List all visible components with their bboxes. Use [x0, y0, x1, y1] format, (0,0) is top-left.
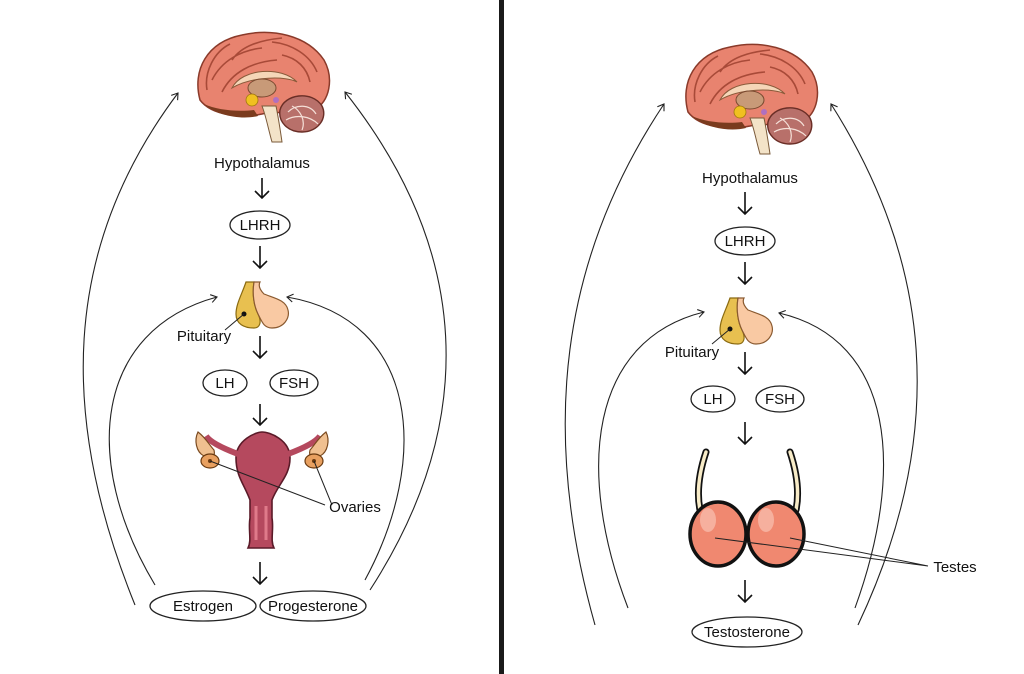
- male-panel: Hypothalamus LHRH Pituitary LH FSH Teste…: [564, 43, 977, 648]
- hypothalamus-label: Hypothalamus: [702, 170, 798, 187]
- down-arrow: [252, 562, 268, 586]
- lh-pill: [690, 385, 736, 413]
- lh-label: LH: [703, 391, 722, 408]
- brain-illustration-female: [197, 31, 331, 143]
- feedback-arrow-inner-left: [108, 294, 218, 586]
- female-panel: Hypothalamus LHRH Pituitary LH FSH: [82, 31, 447, 622]
- estrogen-pill: [149, 590, 257, 622]
- feedback-arrow-outer-left: [82, 92, 179, 606]
- down-arrow: [737, 262, 753, 286]
- progesterone-label: Progesterone: [268, 598, 358, 615]
- down-arrow: [737, 192, 753, 216]
- testosterone-pill: [691, 616, 803, 648]
- down-arrow: [737, 422, 753, 446]
- down-arrow: [252, 246, 268, 270]
- down-arrow: [254, 178, 270, 200]
- ovaries-label: Ovaries: [329, 499, 381, 516]
- estrogen-label: Estrogen: [173, 598, 233, 615]
- progesterone-pill: [259, 590, 367, 622]
- pituitary-illustration-male: [719, 297, 773, 345]
- feedback-arrow-inner-right: [286, 293, 405, 581]
- testosterone-label: Testosterone: [704, 624, 790, 641]
- pituitary-illustration-female: [235, 281, 289, 329]
- feedback-arrow-outer-right: [830, 103, 918, 626]
- lhrh-label: LHRH: [240, 217, 281, 234]
- down-arrow: [252, 336, 268, 360]
- brain-illustration-male: [685, 43, 819, 155]
- feedback-arrow-inner-right: [778, 309, 885, 609]
- uterus-illustration: [195, 431, 329, 549]
- hypothalamus-label: Hypothalamus: [214, 155, 310, 172]
- testes-label: Testes: [933, 559, 976, 576]
- feedback-arrow-outer-left: [564, 103, 665, 626]
- pituitary-label: Pituitary: [177, 328, 232, 345]
- down-arrow: [252, 404, 268, 427]
- fsh-label: FSH: [765, 391, 795, 408]
- fsh-pill: [269, 369, 319, 397]
- panel-divider: [499, 0, 504, 674]
- pituitary-label: Pituitary: [665, 344, 720, 361]
- lh-pill: [202, 369, 248, 397]
- fsh-label: FSH: [279, 375, 309, 392]
- feedback-arrow-inner-left: [598, 309, 705, 609]
- feedback-arrow-outer-right: [344, 91, 447, 591]
- lhrh-pill: [229, 210, 291, 240]
- fsh-pill: [755, 385, 805, 413]
- lh-label: LH: [215, 375, 234, 392]
- lhrh-pill: [714, 226, 776, 256]
- down-arrow: [737, 352, 753, 376]
- testes-illustration: [688, 448, 806, 568]
- down-arrow: [737, 580, 753, 604]
- lhrh-label: LHRH: [725, 233, 766, 250]
